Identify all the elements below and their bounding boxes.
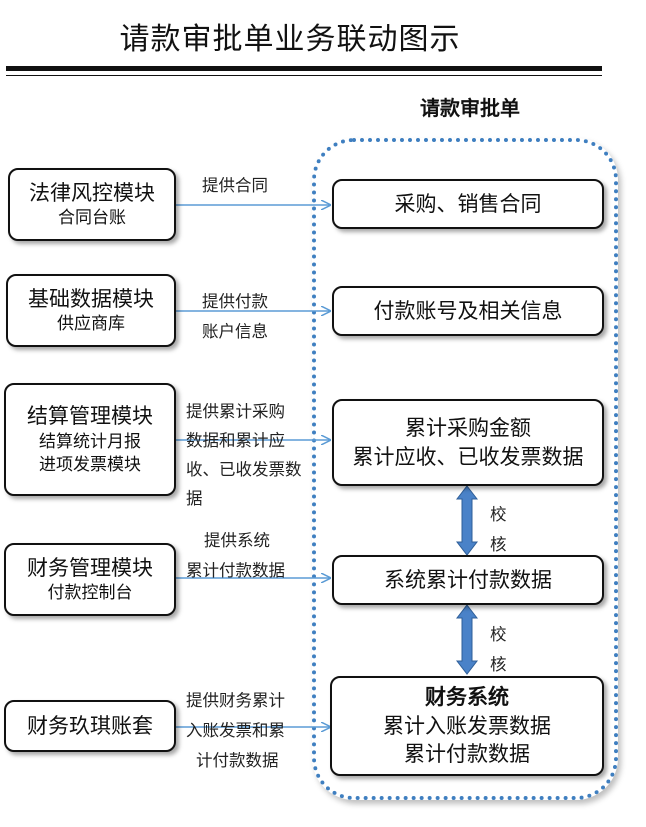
module-title: 结算管理模块	[27, 404, 153, 429]
box-cumulative-purchase: 累计采购金额 累计应收、已收发票数据	[332, 399, 604, 486]
module-subtitle: 结算统计月报	[39, 431, 141, 452]
double-arrow-1	[455, 485, 479, 556]
box-text: 累计入账发票数据	[383, 713, 551, 738]
box-system-payment: 系统累计付款数据	[332, 555, 604, 605]
module-subtitle: 合同台账	[58, 208, 126, 229]
arrow-label-1: 提供合同	[202, 176, 268, 195]
check-label-1: 校 核	[490, 505, 507, 554]
module-legal-risk: 法律风控模块 合同台账	[8, 168, 176, 241]
arrow-label-5: 提供财务累计 入账发票和累 计付款数据	[186, 691, 285, 770]
page-title: 请款审批单业务联动图示	[119, 22, 461, 57]
module-finance-ledger: 财务玖琪账套	[4, 700, 176, 752]
box-text: 付款账号及相关信息	[373, 298, 563, 323]
arrow-label-2: 提供付款 账户信息	[202, 292, 268, 341]
module-finance-mgmt: 财务管理模块 付款控制台	[4, 543, 176, 616]
title-rule-thin	[6, 75, 602, 76]
title-rule-thick	[6, 66, 602, 71]
module-basic-data: 基础数据模块 供应商库	[6, 274, 176, 347]
check-label-2: 校 核	[490, 625, 507, 674]
box-text: 累计采购金额	[405, 416, 531, 441]
box-contract: 采购、销售合同	[332, 179, 604, 229]
module-title: 基础数据模块	[28, 286, 154, 311]
module-subtitle: 进项发票模块	[39, 454, 141, 475]
box-text: 累计付款数据	[404, 742, 530, 767]
group-label: 请款审批单	[420, 96, 520, 120]
box-finance-system: 财务系统 累计入账发票数据 累计付款数据	[330, 676, 604, 776]
double-arrow-2	[455, 604, 479, 675]
module-subtitle: 付款控制台	[47, 583, 133, 604]
box-title: 财务系统	[425, 685, 509, 710]
arrow-label-4: 提供系统 累计付款数据	[186, 531, 285, 580]
module-subtitle: 供应商库	[57, 314, 125, 335]
arrow-label-3: 提供累计采购 数据和累计应 收、已收发票数 据	[186, 402, 302, 508]
module-title: 财务玖琪账套	[27, 713, 153, 738]
box-text: 采购、销售合同	[394, 191, 542, 216]
module-title: 法律风控模块	[29, 180, 155, 205]
module-title: 财务管理模块	[27, 555, 153, 580]
module-settlement: 结算管理模块 结算统计月报 进项发票模块	[4, 383, 176, 496]
box-text: 累计应收、已收发票数据	[352, 444, 584, 469]
box-payment-account: 付款账号及相关信息	[332, 286, 604, 336]
request-form-group	[312, 138, 618, 800]
box-text: 系统累计付款数据	[384, 567, 552, 592]
